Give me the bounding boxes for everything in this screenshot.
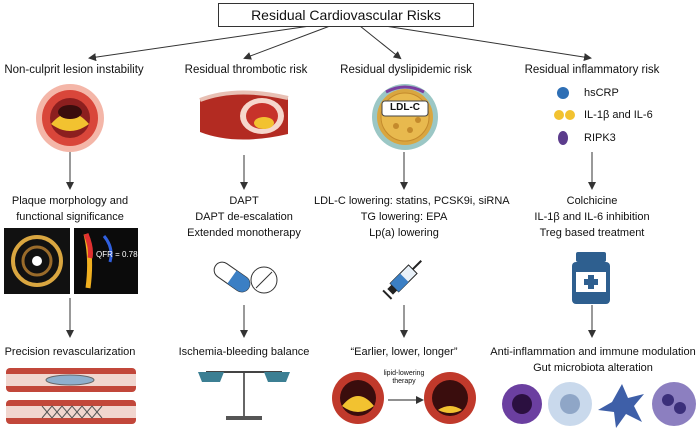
balance-scale-icon (198, 371, 290, 420)
col3-header: Residual dyslipidemic risk (340, 64, 472, 76)
arrow-to-col2 (243, 25, 331, 60)
ldl-particle-icon (372, 84, 438, 150)
col2-step3-text: Ischemia-bleeding balance (178, 346, 310, 358)
therapy-label: lipid-lowering therapy (383, 370, 425, 385)
thrombotic-vessel-icon (199, 90, 289, 140)
legend-ripk3: RIPK3 (584, 132, 616, 144)
col1-step2-text: Plaque morphology and functional signifi… (11, 195, 129, 223)
immune-cells-icons (502, 382, 696, 428)
stented-vessel-icons (6, 368, 136, 424)
arrow-to-col1 (88, 25, 311, 62)
col4-header: Residual inflammatory risk (524, 64, 660, 76)
col1-step3-text: Precision revascularization (4, 346, 136, 358)
dendritic-cell-icon (598, 384, 644, 428)
col4-step3-text: Anti-inflammation and immune modulation … (490, 346, 696, 374)
plaque-regression-icon (332, 372, 476, 424)
syringe-icon (382, 260, 422, 300)
col3-step2-text: LDL-C lowering: statins, PCSK9i, siRNA T… (314, 195, 510, 239)
ripk3-oval-icon (558, 131, 568, 145)
intravascular-image-icon (4, 228, 70, 294)
arrow-to-col4 (384, 25, 592, 62)
legend-hscrp: hsCRP (584, 87, 619, 99)
qfr-angiogram-icon (74, 228, 138, 294)
col4-step2-text: Colchicine IL-1β and IL-6 inhibition Tre… (534, 195, 650, 239)
unstable-plaque-cross-section-icon (36, 84, 104, 152)
neutrophil-icon (652, 382, 696, 426)
legend-il1b-il6: IL-1β and IL-6 (584, 109, 653, 121)
col1-header: Non-culprit lesion instability (4, 64, 144, 76)
arrow-to-col3 (359, 25, 402, 60)
hscrp-dot-icon (557, 87, 569, 99)
diagram-title: Residual Cardiovascular Risks (218, 3, 474, 27)
qfr-value-label: QFR = 0.78 (96, 250, 138, 259)
pills-icon (213, 261, 278, 294)
col3-step3-text: “Earlier, lower, longer” (350, 346, 458, 358)
il1b-dot-icon (554, 110, 564, 120)
col2-header: Residual thrombotic risk (184, 64, 308, 76)
ldl-c-badge: LDL-C (390, 102, 420, 113)
medication-bottle-icon (572, 252, 610, 304)
il6-dot-icon (565, 110, 575, 120)
col2-step2-text: DAPT DAPT de-escalation Extended monothe… (187, 195, 301, 239)
inflammatory-markers-legend-icons (554, 87, 575, 145)
